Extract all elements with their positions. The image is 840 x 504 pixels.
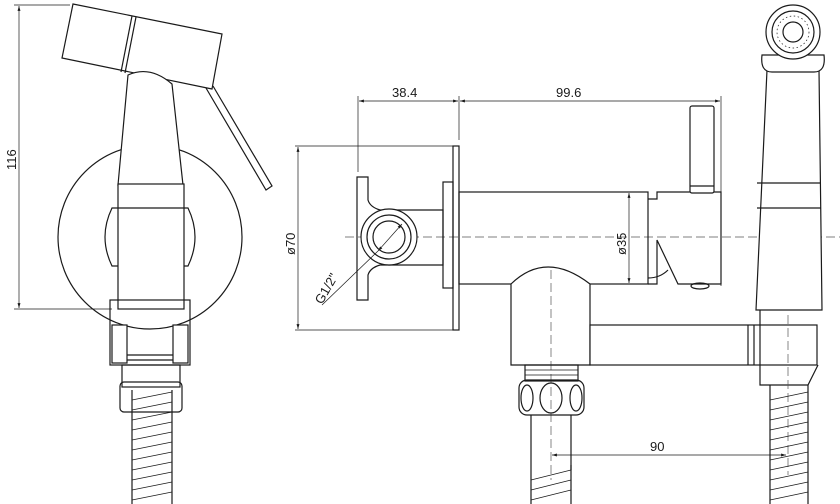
valve-lever: [689, 105, 715, 194]
dimension-label-diameter-35: ø35: [614, 233, 629, 255]
front-view: 116: [4, 3, 273, 504]
dimension-38-4: 38.4: [357, 85, 460, 172]
dimension-90: 90: [552, 439, 786, 457]
mounting-bracket: G1/2": [312, 176, 444, 307]
dimension-diameter-70: ø70: [283, 145, 459, 331]
dimension-diameter-35: ø35: [614, 193, 631, 283]
dimension-label-diameter-70: ø70: [283, 233, 298, 255]
tee-connector: [510, 266, 818, 480]
valve-knob: [647, 105, 722, 290]
spray-nozzle: [765, 4, 821, 60]
dimension-height: 116: [4, 4, 112, 310]
dimension-label-99-6: 99.6: [556, 85, 581, 100]
thread-label: G1/2": [312, 270, 342, 306]
hose-holder: [109, 299, 191, 413]
hose-nut: [518, 364, 585, 504]
dimension-label-116: 116: [4, 149, 19, 170]
wall-plate: [452, 145, 460, 331]
spray-view: [755, 4, 825, 504]
dimension-label-90: 90: [650, 439, 664, 454]
hose: [769, 385, 809, 504]
dimension-99-6: 99.6: [460, 85, 722, 286]
trigger-lever: [205, 85, 273, 191]
side-view: 38.4 99.6 ø70 G1/2" ø35: [283, 85, 840, 504]
hose: [131, 390, 173, 504]
handle-body: [117, 70, 184, 186]
spray-head: [61, 3, 223, 90]
dimension-label-38-4: 38.4: [392, 85, 417, 100]
